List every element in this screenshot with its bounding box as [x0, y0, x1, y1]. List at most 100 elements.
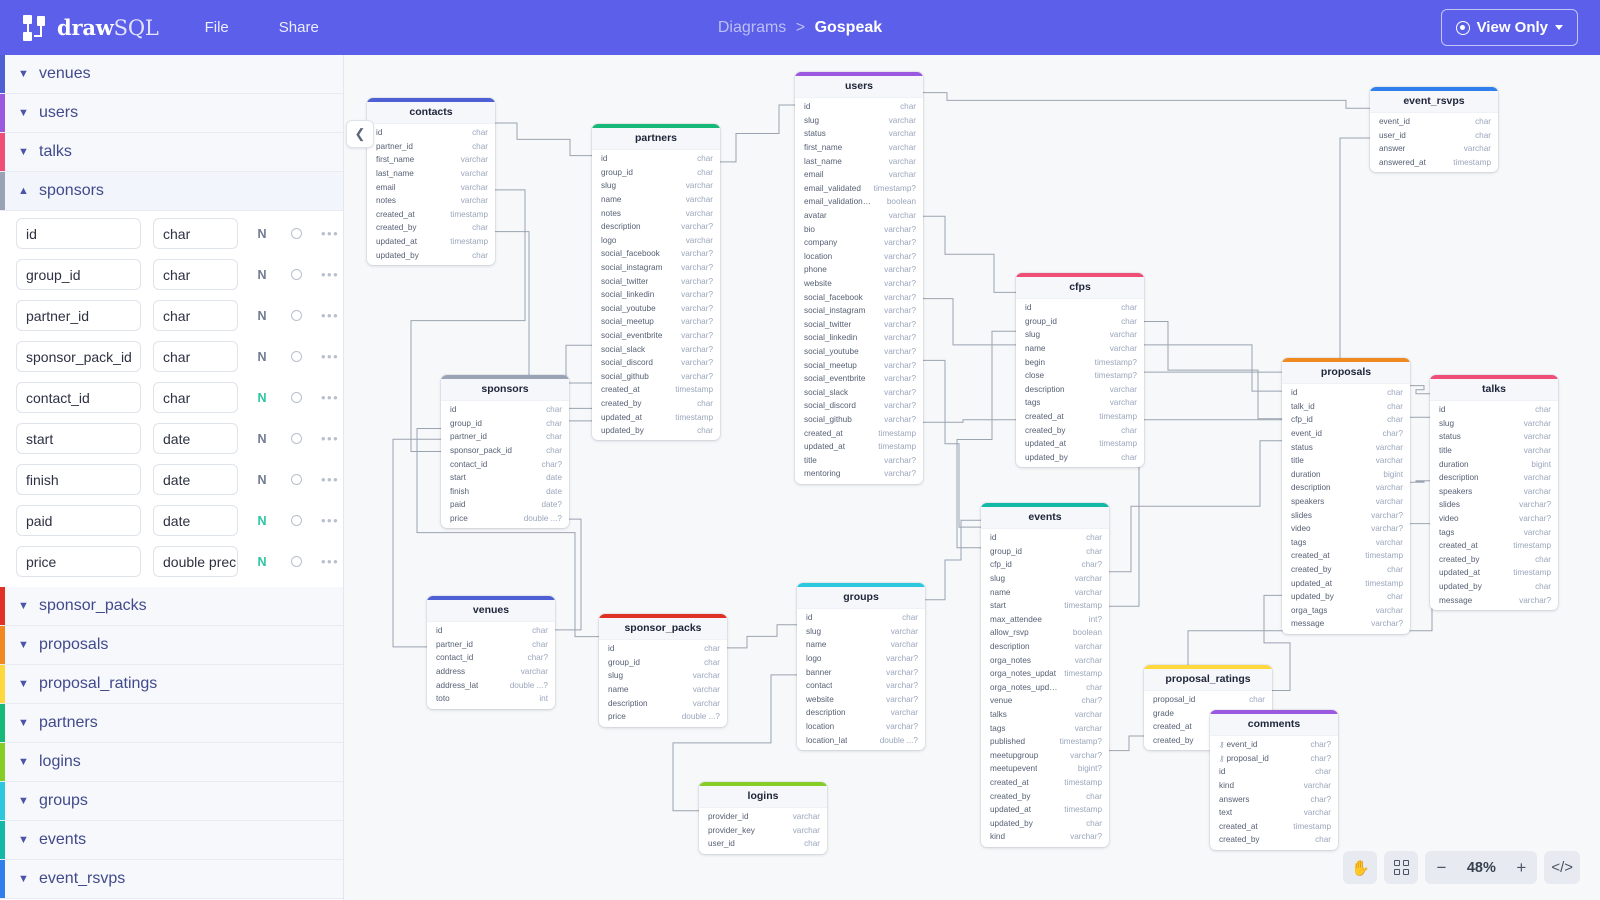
sidebar-table-sponsor_packs[interactable]: ▼sponsor_packs [0, 587, 343, 626]
column-nullable-toggle[interactable]: N [257, 472, 267, 487]
column-index-toggle[interactable] [291, 556, 302, 567]
entity-column-type: varchar [685, 235, 713, 245]
column-more-menu[interactable]: ••• [321, 390, 340, 405]
column-more-menu[interactable]: ••• [321, 554, 340, 569]
column-index-toggle[interactable] [291, 228, 302, 239]
sidebar-table-proposals[interactable]: ▼proposals [0, 626, 343, 665]
column-type-input[interactable]: char [153, 300, 238, 331]
menu-file[interactable]: File [204, 19, 229, 36]
column-index-toggle[interactable] [291, 310, 302, 321]
zoom-in-button[interactable]: + [1516, 857, 1527, 877]
column-more-menu[interactable]: ••• [321, 431, 340, 446]
column-type-input[interactable]: date [153, 423, 238, 454]
sidebar-table-event_rsvps[interactable]: ▼event_rsvps [0, 860, 343, 899]
column-type-input[interactable]: date [153, 464, 238, 495]
column-type-input[interactable]: char [153, 218, 238, 249]
sidebar-table-sponsors[interactable]: ▲sponsors [0, 172, 343, 211]
entity-column-name: social_linkedin [601, 290, 655, 300]
sidebar-table-events[interactable]: ▼events [0, 821, 343, 860]
export-sql-button[interactable]: </> [1544, 851, 1580, 884]
column-name-input[interactable]: id [16, 218, 141, 249]
breadcrumb-separator: > [795, 18, 806, 36]
column-nullable-toggle[interactable]: N [257, 431, 267, 446]
entity-column-type: varchar [1375, 442, 1403, 452]
column-nullable-toggle[interactable]: N [257, 554, 267, 569]
column-index-toggle[interactable] [291, 433, 302, 444]
sidebar-table-proposal_ratings[interactable]: ▼proposal_ratings [0, 665, 343, 704]
column-nullable-toggle[interactable]: N [257, 308, 267, 323]
entity-column-name: description [601, 222, 641, 232]
entity-proposal_ratings[interactable]: proposal_ratingsproposal_idchargradeintc… [1144, 665, 1272, 751]
column-name-input[interactable]: finish [16, 464, 141, 495]
column-name-input[interactable]: group_id [16, 259, 141, 290]
view-only-button[interactable]: View Only [1440, 9, 1578, 46]
column-nullable-toggle[interactable]: N [257, 390, 267, 405]
column-name-input[interactable]: sponsor_pack_id [16, 341, 141, 372]
zoom-controls[interactable]: − 48% + [1425, 851, 1538, 884]
column-more-menu[interactable]: ••• [321, 349, 340, 364]
column-more-menu[interactable]: ••• [321, 308, 340, 323]
column-more-menu[interactable]: ••• [321, 226, 340, 241]
entity-comments[interactable]: commentsevent_idchar?proposal_idchar?idc… [1210, 710, 1338, 850]
sidebar-table-venues[interactable]: ▼venues [0, 55, 343, 94]
entity-column-type: char [1121, 303, 1137, 313]
column-nullable-toggle[interactable]: N [257, 513, 267, 528]
column-name-input[interactable]: start [16, 423, 141, 454]
entity-column-name: email_validated [804, 183, 861, 193]
fit-grid-button[interactable] [1384, 851, 1419, 884]
column-more-menu[interactable]: ••• [321, 267, 340, 282]
pan-tool-button[interactable]: ✋ [1343, 851, 1378, 884]
column-index-toggle[interactable] [291, 515, 302, 526]
column-nullable-toggle[interactable]: N [257, 226, 267, 241]
entity-column-type: timestamp [1064, 805, 1102, 815]
column-index-toggle[interactable] [291, 392, 302, 403]
entity-column-name: paid [450, 500, 466, 510]
column-name-input[interactable]: partner_id [16, 300, 141, 331]
table-color-bar [0, 626, 5, 664]
column-type-input[interactable]: char [153, 382, 238, 413]
column-nullable-toggle[interactable]: N [257, 349, 267, 364]
app-logo[interactable]: drawSQL [22, 14, 159, 41]
column-name-input[interactable]: price [16, 546, 141, 577]
column-name-input[interactable]: paid [16, 505, 141, 536]
zoom-out-button[interactable]: − [1436, 857, 1447, 877]
entity-accent-bar [599, 614, 727, 618]
sidebar-table-partners[interactable]: ▼partners [0, 704, 343, 743]
column-more-menu[interactable]: ••• [321, 472, 340, 487]
column-name-input[interactable]: contact_id [16, 382, 141, 413]
column-type-input[interactable]: char [153, 259, 238, 290]
canvas-toolbar[interactable]: ✋ − 48% + </> [1343, 851, 1580, 884]
sidebar-collapse-button[interactable]: ❮ [346, 120, 374, 148]
sidebar-table-groups[interactable]: ▼groups [0, 782, 343, 821]
entity-accent-bar [427, 596, 555, 600]
column-index-toggle[interactable] [291, 269, 302, 280]
sidebar-table-users[interactable]: ▼users [0, 94, 343, 133]
column-type-input[interactable]: date [153, 505, 238, 536]
column-type-input[interactable]: double prec [153, 546, 238, 577]
column-more-menu[interactable]: ••• [321, 513, 340, 528]
column-nullable-toggle[interactable]: N [257, 267, 267, 282]
breadcrumb-root[interactable]: Diagrams [717, 18, 787, 36]
menu-share[interactable]: Share [278, 19, 319, 36]
sidebar-table-logins[interactable]: ▼logins [0, 743, 343, 782]
sidebar-table-talks[interactable]: ▼talks [0, 133, 343, 172]
column-type-input[interactable]: char [153, 341, 238, 372]
column-index-toggle[interactable] [291, 474, 302, 485]
column-index-toggle[interactable] [291, 351, 302, 362]
